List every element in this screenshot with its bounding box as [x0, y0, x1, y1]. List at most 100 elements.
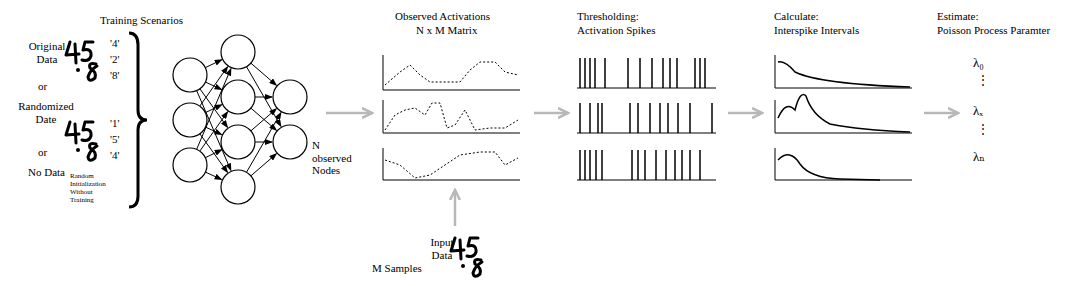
note-text: Random Initialization Without Training [70, 172, 116, 204]
spike-line [667, 103, 669, 133]
isi-plots [775, 55, 912, 180]
spike-line [579, 58, 581, 88]
digit-image [451, 238, 482, 276]
neuron-circle [221, 125, 255, 159]
spike-line [604, 58, 606, 88]
spike-line [589, 58, 591, 88]
stage-heading: Calculate: [774, 10, 819, 23]
spike-line [584, 150, 586, 180]
scenario-label: Original Data [24, 40, 70, 65]
stage-heading: Observed Activations [395, 10, 490, 23]
spike-line [662, 58, 664, 88]
spike-line [674, 150, 676, 180]
spike-line [699, 150, 701, 180]
spike-line [649, 103, 651, 133]
spike-line [601, 150, 603, 180]
neuron-circle [273, 125, 307, 159]
spike-line [597, 103, 599, 133]
spike-line [677, 103, 679, 133]
input-label: Input Data [426, 236, 458, 261]
spike-line [689, 103, 691, 133]
digit-image [66, 42, 97, 80]
spike-line [676, 58, 678, 88]
spike-line [637, 103, 639, 133]
parameter-symbol: λₓ [973, 104, 983, 119]
neuron-circle [273, 80, 307, 114]
spike-line [629, 103, 631, 133]
spike-line [659, 103, 661, 133]
neuron-circle [221, 170, 255, 204]
neuron-circle [173, 58, 207, 92]
connector-word: or [38, 146, 47, 159]
digit-image [66, 122, 97, 160]
spike-baseline [577, 180, 716, 181]
parameter-symbol: λ₀ [973, 56, 984, 71]
stage-heading: Poisson Process Paramter [937, 24, 1050, 37]
flow-arrow [728, 112, 762, 115]
class-label: '5' [110, 133, 119, 146]
spike-line [655, 150, 657, 180]
spike-line [584, 58, 586, 88]
plot-axis [775, 55, 912, 88]
activation-trace [385, 152, 518, 178]
network-connection [251, 63, 277, 85]
activation-plots [383, 55, 520, 180]
class-label: '2' [110, 53, 119, 66]
node-count-label: N observed Nodes [312, 139, 358, 177]
spike-line [637, 150, 639, 180]
spike-line [589, 150, 591, 180]
spike-trains [577, 58, 716, 180]
stage-heading: N x M Matrix [416, 24, 477, 37]
isi-curve [778, 95, 910, 132]
neuron-circle [221, 80, 255, 114]
spike-line [694, 58, 696, 88]
neuron-circle [221, 35, 255, 69]
isi-curve [778, 155, 880, 180]
curly-brace [129, 33, 147, 207]
spike-line [631, 150, 633, 180]
spike-line [689, 150, 691, 180]
neural-network [173, 35, 307, 204]
flow-arrow [924, 112, 958, 115]
input-label: M Samples [372, 262, 422, 275]
stage-heading: Interspike Intervals [774, 24, 859, 37]
plot-axis [383, 55, 520, 90]
spike-line [699, 58, 701, 88]
class-label: '4' [110, 37, 119, 50]
section-heading: Training Scenarios [100, 14, 183, 27]
neuron-circle [173, 148, 207, 182]
scenario-label: Randomized Date [14, 100, 78, 125]
spike-line [594, 58, 596, 88]
flow-arrow [454, 190, 457, 226]
spike-line [644, 150, 646, 180]
class-label: '4' [110, 149, 119, 162]
flow-arrow [326, 112, 372, 115]
spike-line [579, 150, 581, 180]
scenario-label: No Data [28, 166, 65, 179]
plot-axis [775, 100, 912, 133]
ellipsis-mark: ⋮ [977, 123, 989, 137]
network-connection [205, 60, 221, 68]
plot-axis [775, 148, 912, 180]
stage-heading: Activation Spikes [577, 24, 656, 37]
spike-line [651, 58, 653, 88]
activation-trace [385, 62, 518, 85]
spike-line [669, 58, 671, 88]
class-label: '1' [110, 117, 119, 130]
flow-arrows [326, 113, 958, 226]
plot-axis [383, 148, 520, 180]
spike-line [681, 150, 683, 180]
network-connection [205, 172, 221, 179]
parameter-symbol: λₙ [973, 150, 985, 165]
spike-line [704, 58, 706, 88]
spike-line [665, 150, 667, 180]
neuron-circle [173, 103, 207, 137]
class-label: '8' [110, 69, 119, 82]
network-connection [251, 154, 277, 176]
stage-heading: Thresholding: [577, 10, 639, 23]
spike-line [601, 103, 603, 133]
connector-word: or [38, 80, 47, 93]
network-connection [255, 97, 272, 98]
